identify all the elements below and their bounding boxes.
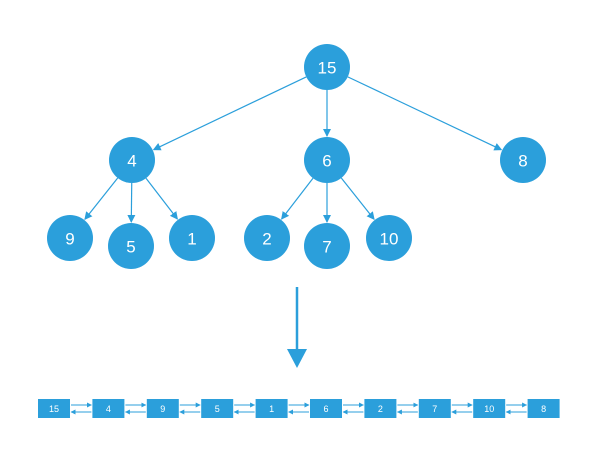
list-node: 1 <box>255 399 288 418</box>
tree-node-level1: 6 <box>304 137 350 183</box>
list-node: 4 <box>92 399 125 418</box>
tree-node-level2: 10 <box>366 215 412 261</box>
tree-edge-arrow <box>347 76 503 151</box>
tree-node-label: 9 <box>65 230 74 249</box>
tree-node-label: 1 <box>187 230 196 249</box>
tree-node-label: 4 <box>127 152 136 171</box>
doubly-linked-list: 15 4 9 5 1 6 2 7 10 8 <box>38 399 560 418</box>
tree-edge-arrow <box>340 177 375 220</box>
transform-arrow-head <box>287 349 307 368</box>
tree-node-circle <box>304 137 350 183</box>
tree-node-label: 15 <box>318 59 337 78</box>
tree-node-circle <box>366 215 412 261</box>
list-node-label: 5 <box>215 404 220 414</box>
list-node-label: 1 <box>269 404 274 414</box>
tree-edge-arrow <box>145 177 178 220</box>
tree-node-level2: 7 <box>304 223 350 269</box>
tree-node-circle <box>304 223 350 269</box>
list-node-box <box>364 399 397 418</box>
list-node-label: 7 <box>432 404 437 414</box>
tree-node-level2: 2 <box>244 215 290 261</box>
list-node-label: 4 <box>106 404 111 414</box>
list-node: 5 <box>201 399 234 418</box>
tree-node-circle <box>108 223 154 269</box>
list-node-box <box>473 399 506 418</box>
tree-node-circle <box>47 215 93 261</box>
tree-node-label: 7 <box>322 238 331 257</box>
tree-node-label: 10 <box>380 230 399 249</box>
tree-node-label: 2 <box>262 230 271 249</box>
list-node: 10 <box>473 399 506 418</box>
list-node: 2 <box>364 399 397 418</box>
transform-down-arrow <box>287 287 307 368</box>
list-node: 8 <box>527 399 560 418</box>
list-node-box <box>38 399 70 418</box>
list-node-label: 9 <box>160 404 165 414</box>
tree-node-level2: 9 <box>47 215 93 261</box>
tree-edge-arrow <box>152 76 307 151</box>
list-node-label: 8 <box>541 404 546 414</box>
tree-node-level2: 5 <box>108 223 154 269</box>
list-node-box <box>527 399 560 418</box>
tree-node-label: 6 <box>322 152 331 171</box>
tree-node-root: 15 <box>304 44 350 90</box>
list-node-label: 6 <box>323 404 328 414</box>
tree-node-circle <box>244 215 290 261</box>
tree-node-circle <box>304 44 350 90</box>
list-node-box <box>418 399 451 418</box>
list-node-box <box>201 399 234 418</box>
tree-node-label: 8 <box>518 152 527 171</box>
tree-edges <box>84 76 503 224</box>
tree-edge-arrow <box>84 177 119 220</box>
list-node-box <box>255 399 288 418</box>
list-node: 7 <box>418 399 451 418</box>
list-node: 15 <box>38 399 70 418</box>
list-node: 6 <box>310 399 342 418</box>
list-node-box <box>92 399 125 418</box>
list-node-box <box>310 399 342 418</box>
tree-node-level2: 1 <box>169 215 215 261</box>
tree-node-circle <box>109 137 155 183</box>
list-node-label: 15 <box>49 404 59 414</box>
tree-node-label: 5 <box>126 238 135 257</box>
tree-node-level1: 8 <box>500 137 546 183</box>
list-node-label: 2 <box>378 404 383 414</box>
tree-node-circle <box>500 137 546 183</box>
list-node: 9 <box>146 399 179 418</box>
tree-edge-arrow <box>281 177 314 220</box>
tree-node-level1: 4 <box>109 137 155 183</box>
tree-node-circle <box>169 215 215 261</box>
list-node-box <box>146 399 179 418</box>
tree-nodes: 15 4 9 5 1 6 2 7 10 8 <box>47 44 546 269</box>
list-node-label: 10 <box>484 404 494 414</box>
